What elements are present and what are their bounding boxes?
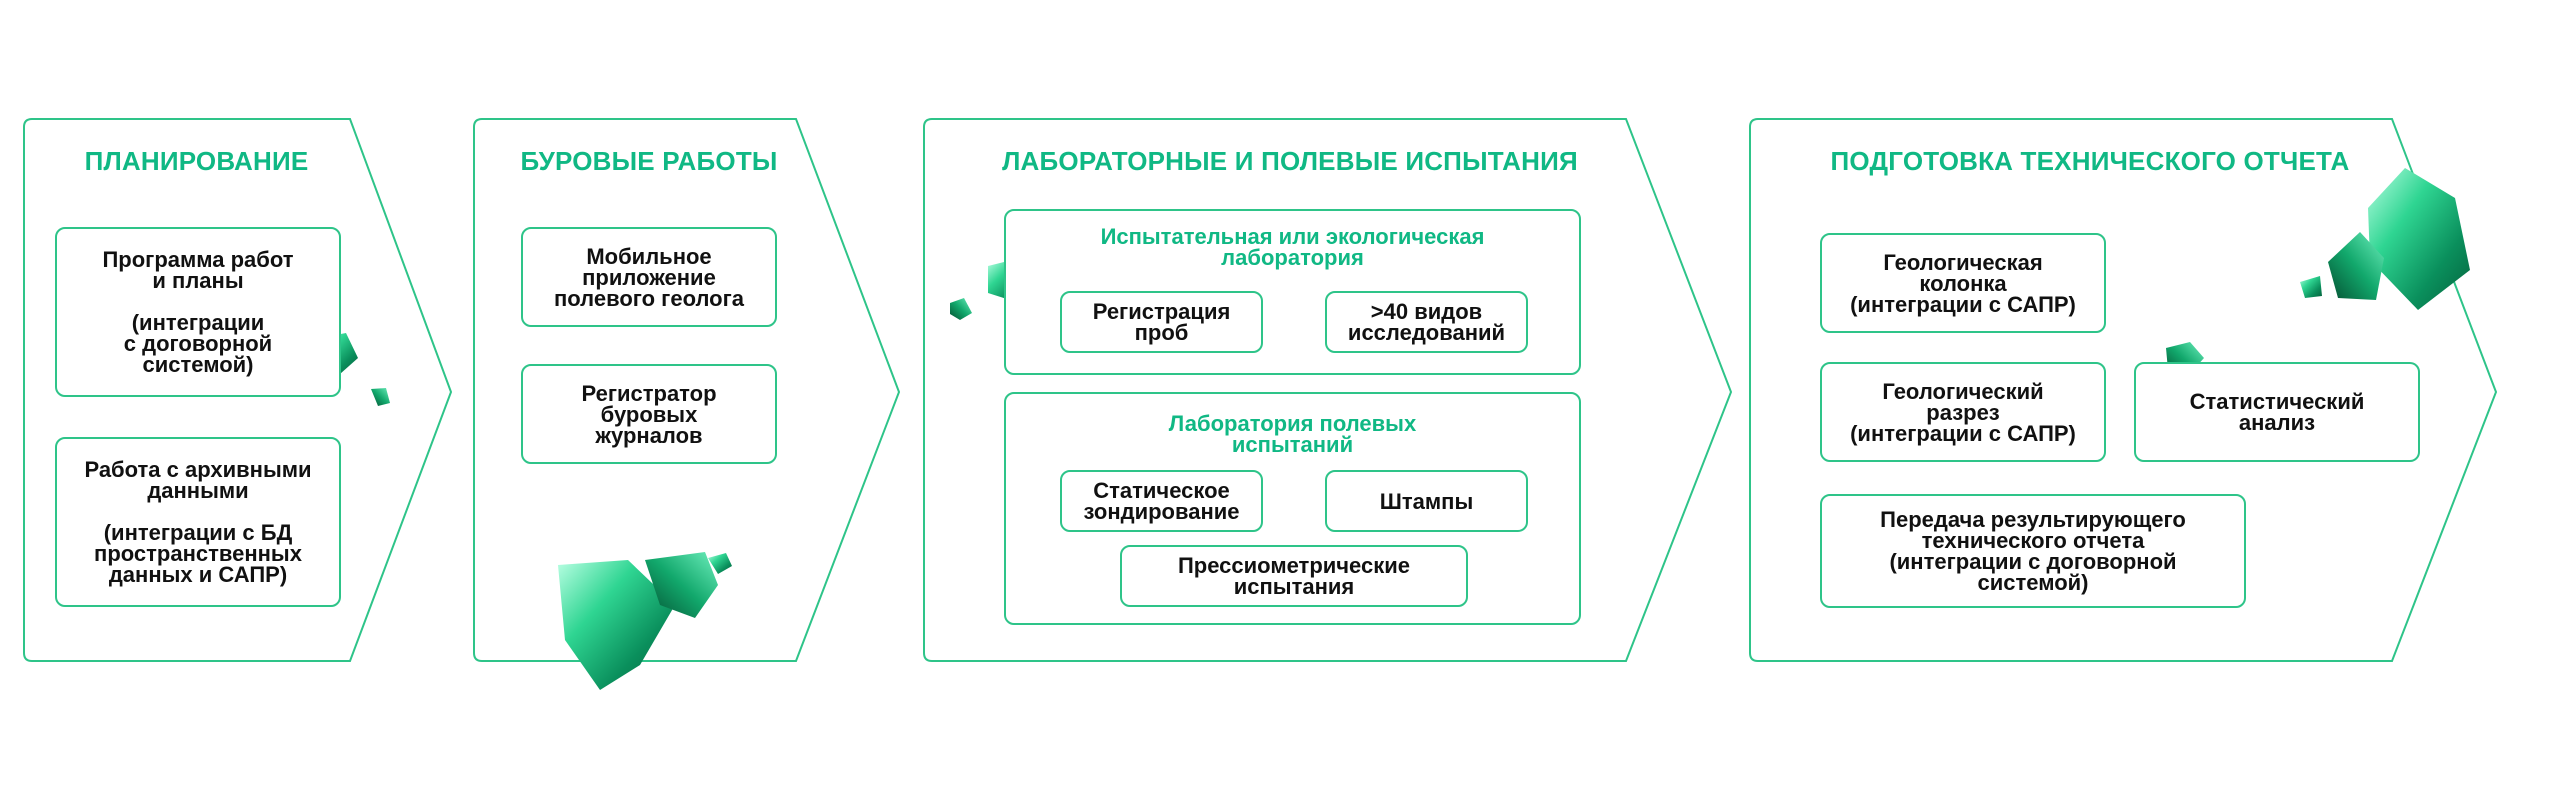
- planning-item-programs: Программа работ и планы (интеграции с до…: [55, 227, 341, 397]
- report-item-geo-column: Геологическая колонка (интеграции с САПР…: [1820, 233, 2106, 333]
- drilling-item-logger: Регистратор буровых журналов: [521, 364, 777, 464]
- stage-title-report: ПОДГОТОВКА ТЕХНИЧЕСКОГО ОТЧЕТА: [1830, 146, 2350, 176]
- stage-title-lab: ЛАБОРАТОРНЫЕ И ПОЛЕВЫЕ ИСПЫТАНИЯ: [1002, 146, 1578, 176]
- drilling-item-mobile-app: Мобильное приложение полевого геолога: [521, 227, 777, 327]
- planning-item-archive: Работа с архивными данными (интеграции с…: [55, 437, 341, 607]
- report-item-geo-section: Геологический разрез (интеграции с САПР): [1820, 362, 2106, 462]
- stage-title-planning: ПЛАНИРОВАНИЕ: [84, 146, 309, 176]
- field-item-static-sounding: Статическое зондирование: [1060, 470, 1263, 532]
- report-item-statistics: Статистический анализ: [2134, 362, 2420, 462]
- field-item-pressiometric: Прессиометрические испытания: [1120, 545, 1468, 607]
- lab-group-field-title: Лаборатория полевых испытаний: [1168, 411, 1417, 457]
- stage-title-drilling: БУРОВЫЕ РАБОТЫ: [520, 146, 778, 176]
- stage-outline-drilling: [473, 118, 901, 662]
- stage-outline-report: [1749, 118, 2498, 662]
- lab-item-research-types: >40 видов исследований: [1325, 291, 1528, 353]
- field-item-stamps: Штампы: [1325, 470, 1528, 532]
- lab-item-sample-registration: Регистрация проб: [1060, 291, 1263, 353]
- lab-group-testing-title: Испытательная или экологическая лаборато…: [1100, 224, 1485, 270]
- report-item-final-report: Передача результирующего технического от…: [1820, 494, 2246, 608]
- stage-outline-lab: [923, 118, 1733, 662]
- stage-outline-planning: [23, 118, 453, 662]
